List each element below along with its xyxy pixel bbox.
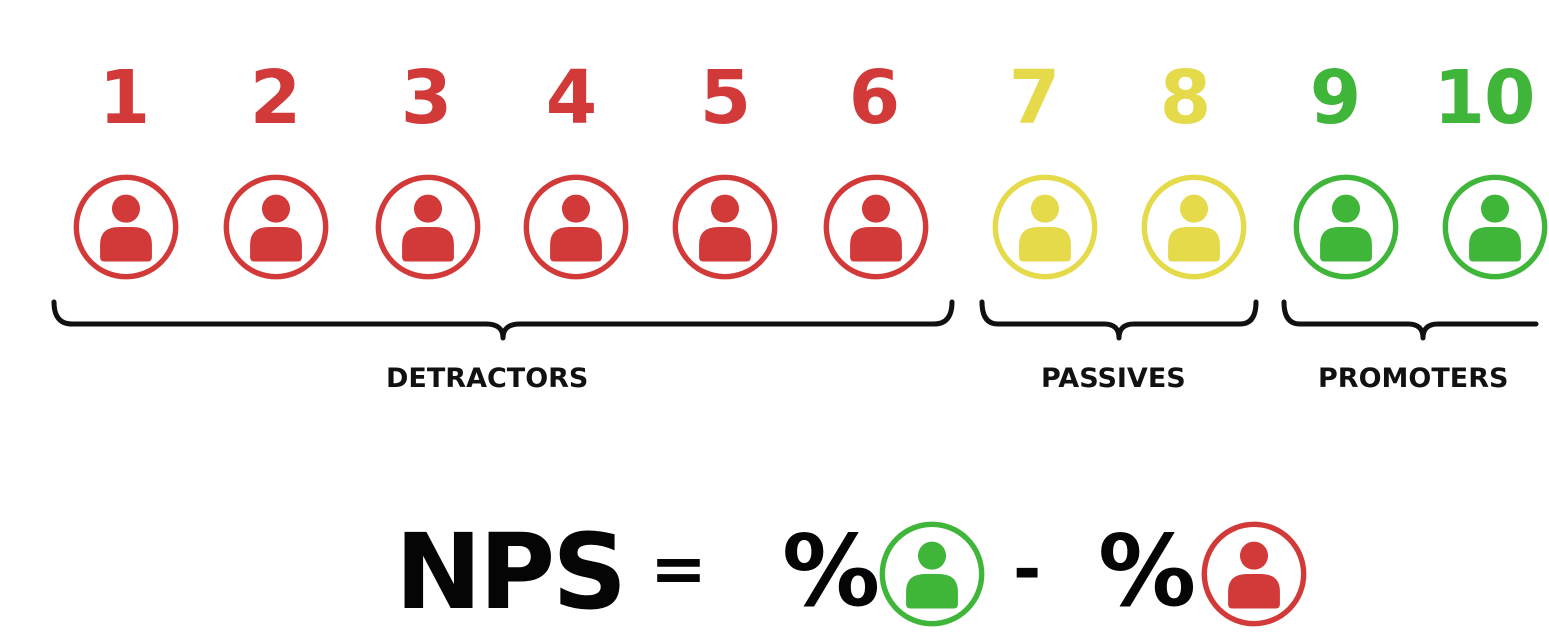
score-5: 5: [699, 55, 752, 141]
score-6: 6: [848, 55, 901, 141]
formula-minus: -: [1013, 530, 1042, 609]
passives-bracket: [979, 299, 1259, 341]
nps-diagram: 1 2 3 4 5 6 7 8 9 10 DETRACTORS PASSIVES…: [51, 55, 1548, 632]
passives-label: PASSIVES: [1041, 363, 1186, 394]
score-1: 1: [98, 55, 151, 141]
score-9: 9: [1309, 55, 1362, 141]
promoter-person-icon: [878, 520, 986, 628]
passive-person-icon: [1140, 173, 1248, 281]
formula-percent-promoters: %: [782, 515, 881, 629]
detractor-person-icon: [72, 173, 180, 281]
detractors-bracket: [51, 299, 955, 341]
detractor-person-icon: [1200, 520, 1308, 628]
promoters-bracket: [1281, 299, 1539, 341]
detractors-label: DETRACTORS: [386, 363, 589, 394]
score-3: 3: [400, 55, 453, 141]
formula-lhs: NPS: [395, 511, 627, 633]
passive-person-icon: [991, 173, 1099, 281]
formula-equals: =: [650, 530, 707, 609]
promoter-person-icon: [1292, 173, 1400, 281]
promoter-person-icon: [1441, 173, 1549, 281]
score-7: 7: [1008, 55, 1061, 141]
detractor-person-icon: [522, 173, 630, 281]
score-8: 8: [1159, 55, 1212, 141]
detractor-person-icon: [822, 173, 930, 281]
score-10: 10: [1433, 55, 1536, 141]
formula-percent-detractors: %: [1098, 515, 1197, 629]
score-2: 2: [249, 55, 302, 141]
score-4: 4: [545, 55, 598, 141]
detractor-person-icon: [222, 173, 330, 281]
detractor-person-icon: [374, 173, 482, 281]
promoters-label: PROMOTERS: [1318, 363, 1509, 394]
detractor-person-icon: [671, 173, 779, 281]
